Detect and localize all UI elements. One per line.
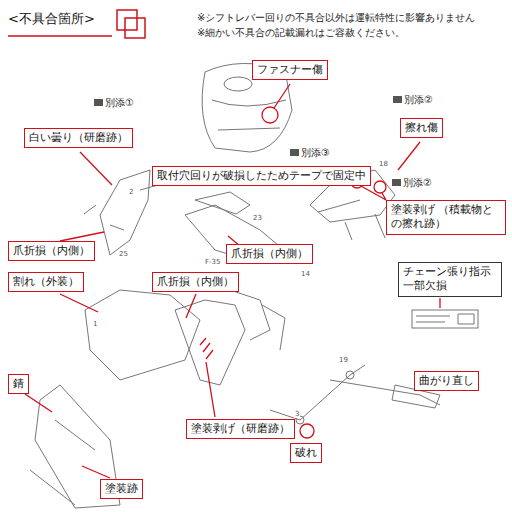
callout-text: 錆: [13, 377, 24, 391]
defect-callout-box: 爪折損（内側）: [152, 272, 239, 292]
defect-markers: [25, 84, 440, 478]
callout-text: 爪折損（内側）: [13, 244, 90, 258]
callout-number: 3: [294, 410, 300, 418]
leader-line: [25, 394, 52, 412]
leader-line: [60, 294, 98, 312]
leader-line: [398, 142, 420, 170]
camera-icon: [290, 149, 299, 156]
leader-line: [361, 186, 386, 200]
callout-text: 塗装剥げ （積載物との擦れ跡）: [391, 203, 501, 232]
defect-callout-box: 塗装跡: [100, 479, 143, 499]
defect-callout-box: 錆: [8, 374, 29, 394]
chain-sticker: [412, 310, 478, 328]
callout-number: 23: [252, 214, 263, 222]
camera-icons: [94, 96, 402, 186]
note-text: ※細かい不具合の記載漏れはご容赦ください。: [196, 27, 406, 39]
photo-reference: 別添①: [104, 97, 135, 109]
pivot: [346, 371, 354, 379]
icon-square: [125, 18, 145, 38]
defect-callout-box: 取付穴回りが破損したためテープで固定中: [152, 166, 371, 186]
leader-line: [206, 362, 215, 417]
defect-callout-box: 擦れ傷: [400, 118, 443, 138]
title-decoration: [8, 10, 145, 38]
callout-number: 25: [118, 250, 129, 258]
defect-callout-box: 爪折損（内側）: [8, 241, 95, 261]
callout-text: 白い曇り（研磨跡）: [29, 131, 128, 145]
mirror-stays: [84, 184, 162, 230]
icon-square: [117, 10, 137, 30]
note-text: ※シフトレバー回りの不具合以外は運転特性に影響ありません: [196, 12, 476, 24]
photo-reference: 別添②: [403, 94, 434, 106]
leader-line: [186, 294, 196, 318]
defect-callout-box: 塗装剥げ（研磨跡）: [186, 419, 295, 439]
callout-text: 破れ: [295, 446, 317, 460]
leader-line: [439, 298, 440, 308]
page-title: <不具合箇所>: [8, 10, 95, 28]
defect-callout-box: 割れ（外装）: [8, 272, 84, 292]
callout-number: 18: [378, 160, 389, 168]
defect-circle: [374, 181, 386, 193]
defect-callout-box: 塗装剥げ （積載物との擦れ跡）: [386, 200, 506, 235]
callout-text: 塗装剥げ（研磨跡）: [191, 422, 290, 436]
callout-text: 爪折損（内側）: [157, 275, 234, 289]
sticker-lines: [416, 314, 474, 324]
leader-line: [82, 466, 110, 478]
callout-text: チェーン張り指示 一部欠損: [403, 265, 497, 294]
defect-callout-box: 破れ: [290, 443, 322, 463]
defect-callout-box: ファスナー傷: [252, 60, 328, 80]
camera-icon: [94, 99, 103, 106]
leader-line: [274, 84, 290, 108]
muffler-lines: [30, 420, 95, 505]
callout-text: 曲がり直し: [419, 374, 474, 388]
front-cowl: [100, 170, 150, 255]
callout-text: 取付穴回りが破損したためテープで固定中: [157, 169, 366, 183]
defect-callout-box: 爪折損（内側）: [226, 244, 313, 264]
defect-callout-box: チェーン張り指示 一部欠損: [398, 262, 502, 297]
filler-cap: [224, 77, 252, 91]
leader-line: [60, 232, 104, 241]
callout-text: 擦れ傷: [405, 121, 438, 135]
callout-number: 2: [128, 188, 134, 196]
lower-cowl-right: [175, 300, 245, 385]
defect-callout-box: 白い曇り（研磨跡）: [24, 128, 133, 148]
callout-text: 爪折損（内側）: [231, 247, 308, 261]
defect-circle: [262, 107, 278, 123]
callout-number: 19: [338, 356, 349, 364]
leader-line: [80, 152, 112, 185]
photo-reference: 別添③: [300, 147, 331, 159]
inner-panel: [195, 192, 250, 214]
camera-icon: [392, 179, 401, 186]
photo-reference: 別添②: [402, 177, 433, 189]
scratch-marks: [200, 338, 213, 359]
callout-text: 塗装跡: [105, 482, 138, 496]
bracket-lines: [318, 200, 385, 240]
callout-number: 14: [300, 270, 311, 278]
inner-stay: [230, 290, 285, 350]
callout-text: 割れ（外装）: [13, 275, 79, 289]
callout-text: ファスナー傷: [257, 63, 323, 77]
callout-number: F-35: [204, 258, 221, 266]
defect-circle: [300, 424, 314, 438]
tank-lines: [212, 100, 286, 130]
callout-number: 1: [92, 320, 98, 328]
defect-callout-box: 曲がり直し: [414, 371, 479, 391]
lower-cowl: [85, 290, 200, 380]
title-underline: [8, 35, 112, 37]
camera-icon: [393, 96, 402, 103]
